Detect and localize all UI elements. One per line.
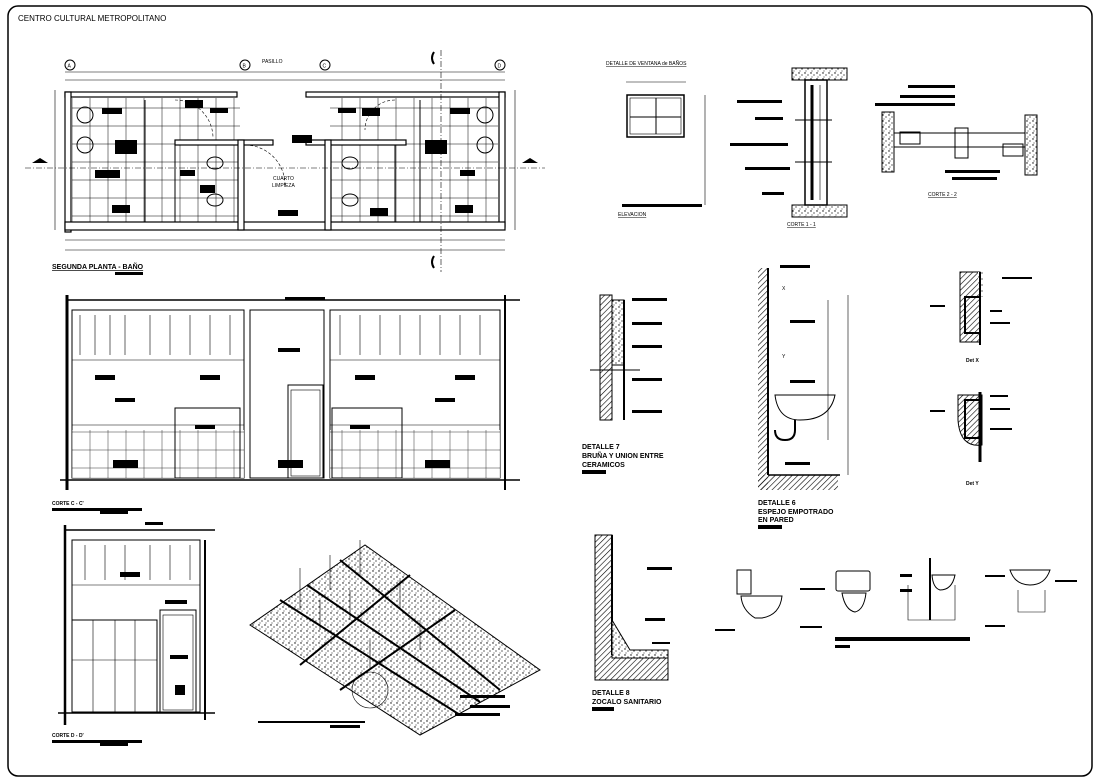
corridor-label: PASILLO (262, 59, 283, 65)
detail-6-subtitle-2: EN PARED (758, 517, 794, 524)
section-c-title: CORTE C - C' (52, 501, 84, 507)
section-c-c: CORTE C - C' (52, 295, 520, 514)
mark-x: X (782, 286, 786, 292)
detail-6-title: DETALLE 6 (758, 500, 796, 507)
section-d-d: CORTE D - D' (52, 522, 215, 746)
mark-y: Y (782, 354, 786, 360)
room-label-limpieza: LIMPIEZA (272, 183, 295, 189)
corte-1-label: CORTE 1 - 1 (787, 222, 816, 228)
corte-2-label: CORTE 2 - 2 (928, 192, 957, 198)
detail-x: Det X (930, 271, 1032, 364)
svg-text:D: D (498, 64, 502, 70)
sanitary-fixtures (715, 558, 1077, 648)
room-label-cuarto: CUARTO (273, 176, 294, 182)
toilet-side-icon (715, 569, 783, 631)
svg-text:B: B (243, 64, 247, 70)
svg-text:C: C (323, 64, 327, 70)
window-detail-title: DETALLE DE VENTANA de BAÑOS (606, 60, 687, 67)
detail-8-title: DETALLE 8 (592, 690, 630, 697)
detail-7-subtitle: BRUÑA Y UNION ENTRE (582, 451, 664, 460)
detail-7-subtitle-2: CERAMICOS (582, 462, 625, 469)
det-y-label: Det Y (966, 481, 979, 487)
det-x-label: Det X (966, 358, 979, 364)
sink-icon (76, 106, 494, 154)
sheet-title: CENTRO CULTURAL METROPOLITANO (18, 14, 166, 23)
sheet-border (7, 5, 1093, 777)
section-d-title: CORTE D - D' (52, 733, 84, 739)
detail-6-subtitle: ESPEJO EMPOTRADO (758, 509, 834, 516)
svg-text:A: A (68, 64, 72, 70)
detail-8: DETALLE 8 ZOCALO SANITARIO (592, 534, 672, 711)
plan-title: SEGUNDA PLANTA - BAÑO (52, 262, 144, 271)
detail-6: X Y DETALLE 6 ESPEJO EMPOTRADO EN PARED (758, 265, 849, 529)
toilet-icon (206, 156, 359, 207)
elevation-label: ELEVACION (618, 212, 647, 218)
detail-7: DETALLE 7 BRUÑA Y UNION ENTRE CERAMICOS (582, 294, 667, 474)
ceiling-isometric (249, 540, 541, 736)
toilet-front-icon (800, 570, 871, 628)
detail-7-title: DETALLE 7 (582, 444, 620, 451)
detail-8-subtitle: ZOCALO SANITARIO (592, 699, 662, 706)
sink-side-icon (900, 558, 956, 621)
window-detail: DETALLE DE VENTANA de BAÑOS ELEVACION CO… (606, 60, 1038, 228)
floor-plan: A B C D PASILLO (25, 50, 545, 275)
detail-y: Det Y (930, 392, 1012, 487)
sink-front-icon (985, 569, 1077, 627)
axis-bubbles: A B C D (64, 59, 506, 71)
